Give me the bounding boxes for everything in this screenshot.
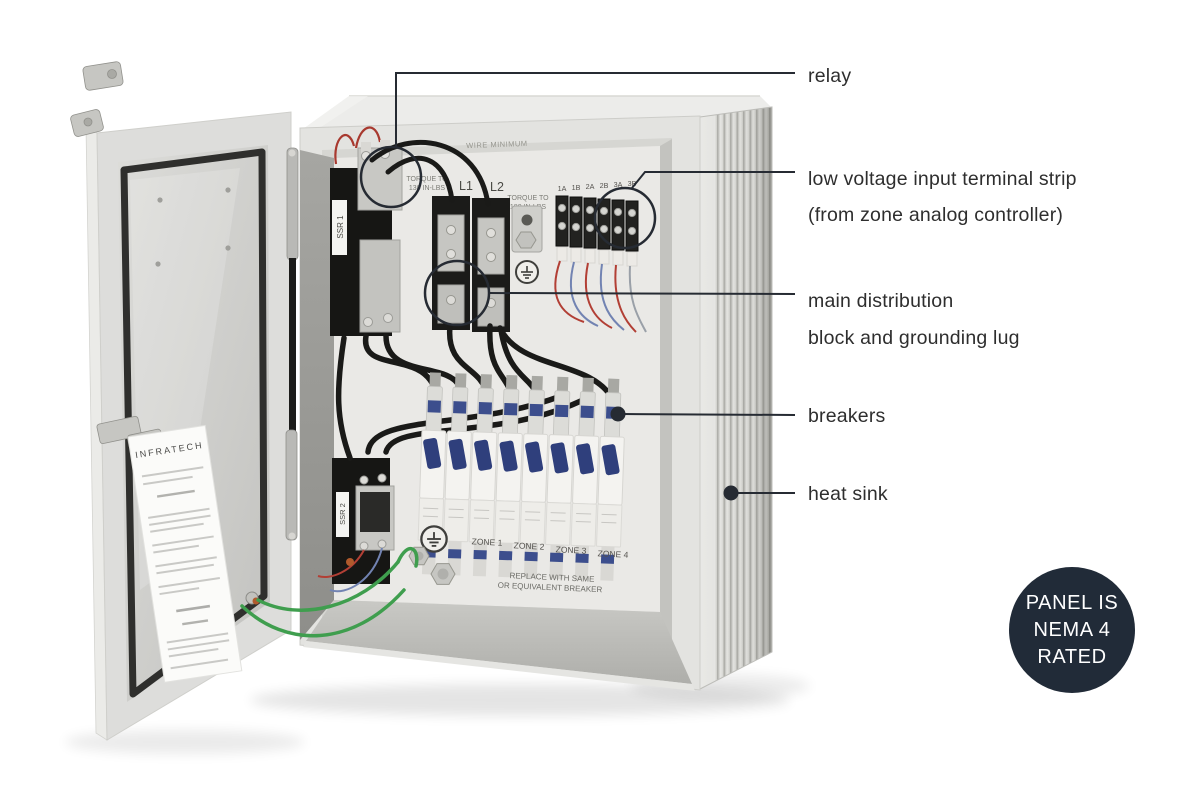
svg-text:ZONE 3: ZONE 3: [555, 544, 586, 556]
ssr1-label: SSR 1: [336, 215, 345, 239]
door-gasket: [120, 148, 268, 698]
ssr2-label: SSR 2: [338, 503, 347, 525]
l1-label: L1: [459, 179, 473, 193]
svg-text:TORQUE TO: TORQUE TO: [406, 176, 448, 183]
interior-floor: [306, 600, 692, 684]
callout-terminal-strip: low voltage input terminal strip (from z…: [808, 168, 1077, 226]
ground-symbol-upper: [515, 260, 539, 284]
callout-relay: relay: [808, 64, 851, 88]
callout-distribution: main distribution block and grounding lu…: [808, 290, 1020, 349]
relay-ssr2: SSR 2: [317, 458, 395, 593]
svg-text:ZONE 2: ZONE 2: [513, 540, 544, 552]
grounding-lug: [511, 205, 543, 284]
ground-shadow: [65, 674, 810, 754]
callout-breakers: breakers: [808, 405, 886, 427]
callout-relay-text: relay: [808, 65, 852, 87]
callout-graphics: [359, 72, 796, 501]
relay-highlight-circle: [359, 145, 423, 209]
distribution-highlight-circle: [423, 259, 491, 327]
zone-labels: ZONE 1 ZONE 2 ZONE 3 ZONE 4: [471, 536, 628, 560]
label-fine-print-lines: [141, 466, 230, 670]
heat-sink-endpoint-dot: [723, 485, 739, 501]
relay-ssr1: SSR 1: [330, 126, 403, 336]
svg-text:1B: 1B: [572, 183, 581, 192]
enclosure-door: INFRATECH: [70, 61, 299, 741]
interior-left-wall: [300, 150, 334, 640]
wire-minimum-text: WIRE MINIMUM: [466, 139, 528, 150]
svg-text:1A: 1A: [558, 184, 567, 193]
door-spec-label: INFRATECH: [127, 424, 243, 683]
breakers-endpoint-dot: [610, 406, 626, 422]
terminal-wires: [554, 260, 647, 333]
svg-text:ZONE 4: ZONE 4: [597, 548, 628, 560]
svg-text:130 IN-LBS: 130 IN-LBS: [409, 185, 446, 192]
svg-text:3A: 3A: [614, 180, 623, 189]
interior-right-wall: [660, 139, 672, 652]
nema-rating-badge: PANEL IS NEMA 4 RATED: [1009, 567, 1135, 693]
svg-text:2B: 2B: [600, 181, 609, 190]
svg-text:2A: 2A: [586, 182, 595, 191]
low-voltage-terminal-strip: 1A 1B 2A 2B 3A 3B: [554, 179, 647, 333]
door-hinge: [285, 147, 299, 541]
svg-text:ZONE 1: ZONE 1: [471, 536, 502, 548]
svg-text:TORQUE TO: TORQUE TO: [507, 195, 549, 202]
ground-symbol-lower: [420, 525, 448, 553]
callout-heat-sink: heat sink: [808, 483, 888, 505]
svg-text:REPLACE WITH SAME: REPLACE WITH SAME: [509, 571, 594, 584]
heat-sink: [699, 106, 773, 690]
l2-label: L2: [490, 180, 504, 194]
svg-text:3B: 3B: [628, 179, 637, 188]
terminal-strip-highlight-circle: [593, 186, 657, 250]
ground-wires: [240, 547, 419, 638]
enclosure-top: [303, 95, 772, 131]
distribution-blocks: [432, 196, 543, 332]
